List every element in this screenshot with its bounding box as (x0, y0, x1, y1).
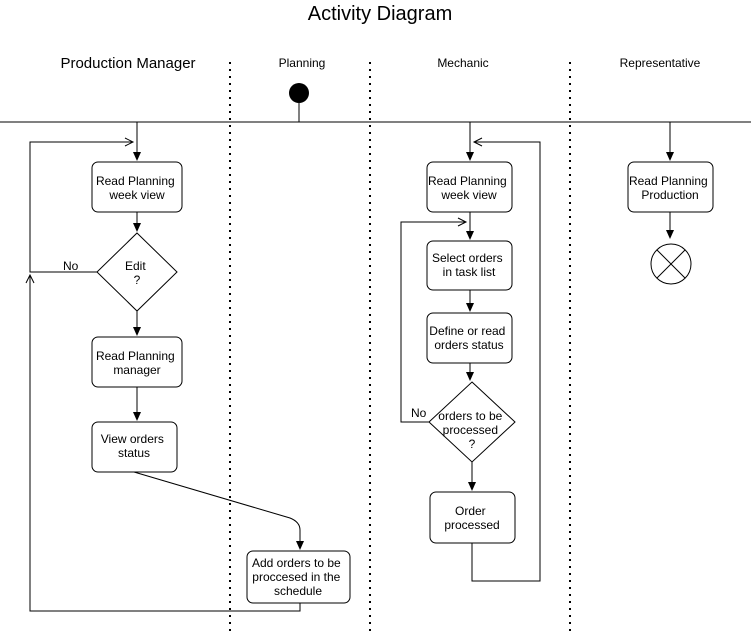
decision-me-orders-line-3: ? (469, 437, 476, 451)
node-pl-add-orders-line-2: proccesed in the (252, 570, 340, 584)
node-pm-view-status-label: View orders status (101, 432, 167, 460)
edge-pm-edit-no-loop (29, 137, 135, 273)
label-me-no: No (411, 406, 427, 420)
decision-pm-edit-line-1: Edit (125, 259, 146, 273)
lane-label-production-manager: Production Manager (60, 55, 195, 72)
node-me-processed-label: Order processed (444, 504, 499, 532)
lane-label-mechanic: Mechanic (437, 56, 488, 70)
node-pm-read-manager-label: Read Planning manager (96, 349, 178, 377)
node-me-processed-line-1: Order (455, 504, 486, 518)
node-pm-read-manager-line-1: Read Planning (96, 349, 175, 363)
diagram-title: Activity Diagram (308, 3, 452, 25)
lane-label-representative: Representative (620, 56, 701, 70)
node-pm-view-status-line-1: View orders (101, 432, 164, 446)
node-me-define-line-2: orders status (434, 338, 503, 352)
node-me-select-line-2: in task list (443, 265, 496, 279)
node-pl-add-orders-line-3: schedule (274, 584, 322, 598)
edge-me-processed-loop-back (471, 137, 541, 582)
node-pm-read-manager-line-2: manager (113, 363, 160, 377)
node-me-processed-line-2: processed (444, 518, 499, 532)
node-pm-read-week-line-2: week view (108, 188, 165, 202)
node-me-read-week-line-2: week view (440, 188, 497, 202)
node-pl-add-orders-line-1: Add orders to be (252, 556, 341, 570)
initial-node (289, 83, 309, 103)
decision-pm-edit-line-2: ? (134, 273, 141, 287)
node-rep-read-production-line-1: Read Planning (629, 174, 708, 188)
flow-final-icon (650, 243, 692, 285)
decision-me-orders-line-2: processed (443, 423, 498, 437)
edge-me-decision-no-loop (400, 217, 468, 423)
node-me-select-line-1: Select orders (432, 251, 503, 265)
node-pl-add-orders (246, 550, 351, 604)
lane-label-planning: Planning (279, 56, 326, 70)
edge-pl-add-orders-loop-back (25, 273, 301, 612)
node-me-read-week-label: Read Planning week view (428, 174, 510, 202)
node-me-select-label: Select orders in task list (432, 251, 506, 279)
node-rep-read-production-label: Read Planning Production (629, 174, 711, 202)
edge-pm-view-status-to-add-orders (133, 471, 304, 550)
node-me-read-week-line-1: Read Planning (428, 174, 507, 188)
decision-me-orders-label: orders to be processed ? (438, 409, 505, 451)
node-rep-read-production-line-2: Production (641, 188, 698, 202)
node-pm-read-week-label: Read Planning week view (96, 174, 178, 202)
node-me-define-label: Define or read orders status (429, 324, 508, 352)
node-pm-view-status-line-2: status (118, 446, 150, 460)
decision-pm-edit-label: Edit ? (125, 259, 149, 287)
node-me-define-line-1: Define or read (429, 324, 505, 338)
node-pl-add-orders-label: Add orders to be proccesed in the schedu… (252, 556, 344, 598)
label-pm-no: No (63, 259, 79, 273)
decision-me-orders-line-1: orders to be (438, 409, 502, 423)
node-pm-read-week-line-1: Read Planning (96, 174, 175, 188)
